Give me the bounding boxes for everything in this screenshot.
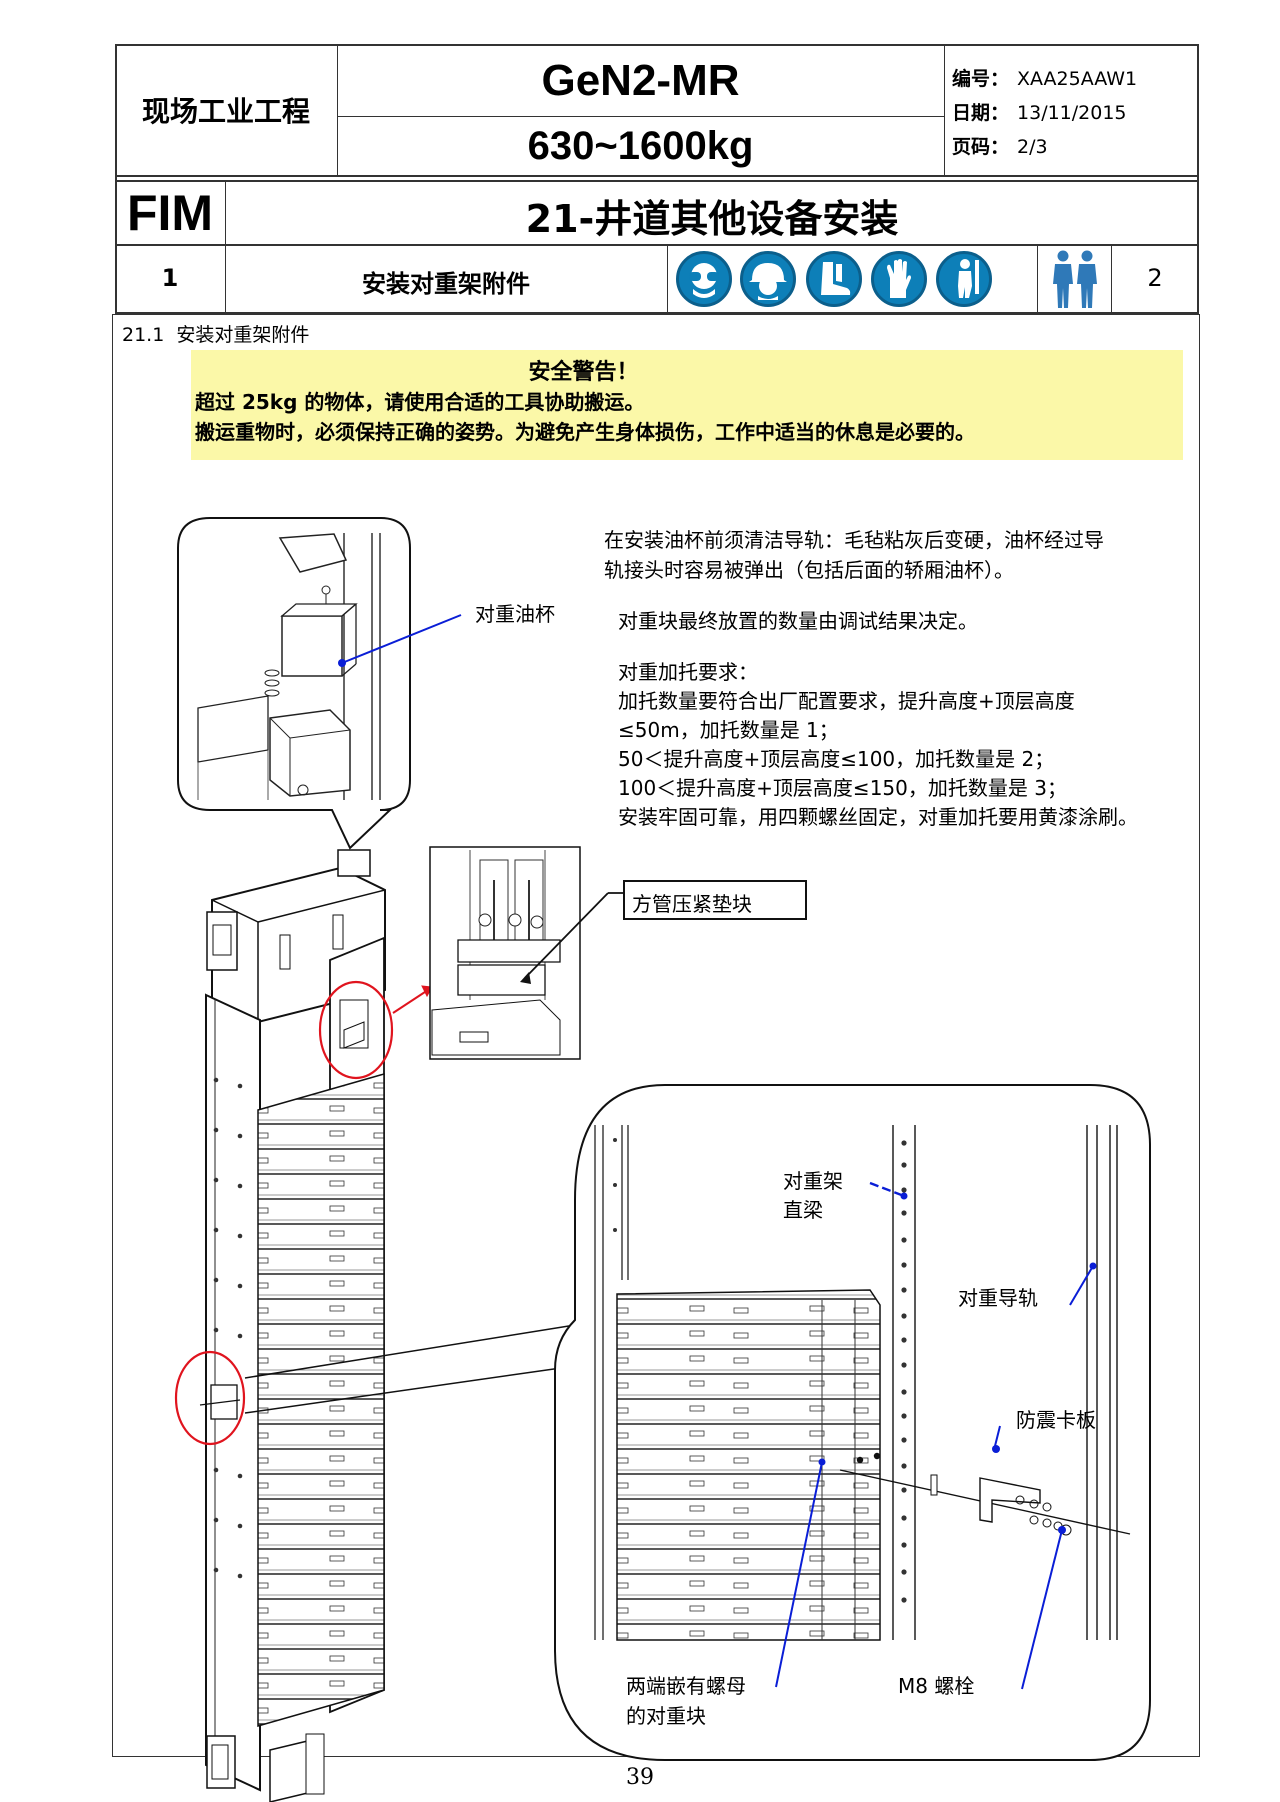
step-number: 1 (161, 264, 179, 292)
note-support-line-5: 安装牢固可靠，用四颗螺丝固定，对重加托要用黄漆涂刷。 (618, 805, 1138, 829)
harness-icon (936, 251, 992, 307)
callout-weight-block-line-1: 两端嵌有螺母 (626, 1674, 746, 1698)
note-support-line-2: ≤50m，加托数量是 1； (618, 718, 839, 742)
safety-boots-icon (806, 251, 862, 307)
doc-type: FIM (126, 185, 214, 241)
chapter-title: 21-井道其他设备安装 (525, 197, 899, 241)
helmet-icon (740, 251, 796, 307)
seismic-plate-highlight-circle (174, 1350, 246, 1446)
gloves-icon (871, 251, 927, 307)
counterweight-frame-assembly (199, 849, 386, 1802)
note-oil-cup-line-1: 在安装油杯前须清洁导轨：毛毡粘灰后变硬，油杯经过导 (604, 528, 1104, 552)
square-tube-pad-label-box (623, 880, 807, 920)
meta-page: 页码：2/3 (952, 136, 1048, 158)
oil-cup-detail-bubble (177, 517, 462, 850)
goggles-icon (676, 251, 732, 307)
callout-frame-beam-line-1: 对重架 (783, 1169, 843, 1193)
meta-doc-number: 编号：XAA25AAW1 (952, 68, 1138, 90)
product-title: GeN2-MR (541, 56, 740, 105)
warning-line-2: 搬运重物时，必须保持正确的姿势。为避免产生身体损伤，工作中适当的休息是必要的。 (195, 420, 975, 444)
note-weight-count: 对重块最终放置的数量由调试结果决定。 (618, 609, 978, 633)
seismic-plate-detail-bubble (554, 1084, 1151, 1761)
warning-line-1: 超过 25kg 的物体，请使用合适的工具协助搬运。 (195, 390, 645, 414)
callout-frame-beam-line-2: 直梁 (783, 1198, 823, 1222)
callout-m8-bolt: M8 螺栓 (898, 1674, 975, 1698)
section-heading: 21.1 安装对重架附件 (122, 324, 310, 346)
safety-warning-box (191, 350, 1183, 460)
warning-title: 安全警告！ (528, 360, 639, 385)
two-persons-icon (1046, 248, 1104, 314)
callout-guide-rail: 对重导轨 (958, 1286, 1038, 1310)
step-title: 安装对重架附件 (362, 270, 530, 298)
square-tube-pad-inset (429, 846, 625, 1060)
company-name: 现场工业工程 (141, 95, 310, 128)
callout-square-tube-pad: 方管压紧垫块 (632, 892, 752, 916)
header-table (115, 44, 1199, 314)
note-support-line-1: 加托数量要符合出厂配置要求，提升高度+顶层高度 (618, 689, 1075, 713)
pad-highlight-circle (318, 980, 394, 1080)
meta-date: 日期：13/11/2015 (952, 102, 1127, 124)
note-support-line-3: 50＜提升高度+顶层高度≤100，加托数量是 2； (618, 747, 1055, 771)
callout-weight-block-line-2: 的对重块 (626, 1704, 706, 1728)
note-oil-cup-line-2: 轨接头时容易被弹出（包括后面的轿厢油杯）。 (604, 558, 1014, 582)
callout-oil-cup: 对重油杯 (475, 602, 555, 626)
page-number: 39 (626, 1765, 654, 1790)
persons-count: 2 (1147, 264, 1163, 292)
load-range: 630~1600kg (527, 124, 754, 168)
callout-anti-seismic-plate: 防震卡板 (1016, 1408, 1096, 1432)
note-support-line-4: 100＜提升高度+顶层高度≤150，加托数量是 3； (618, 776, 1067, 800)
note-support-title: 对重加托要求： (618, 660, 758, 684)
